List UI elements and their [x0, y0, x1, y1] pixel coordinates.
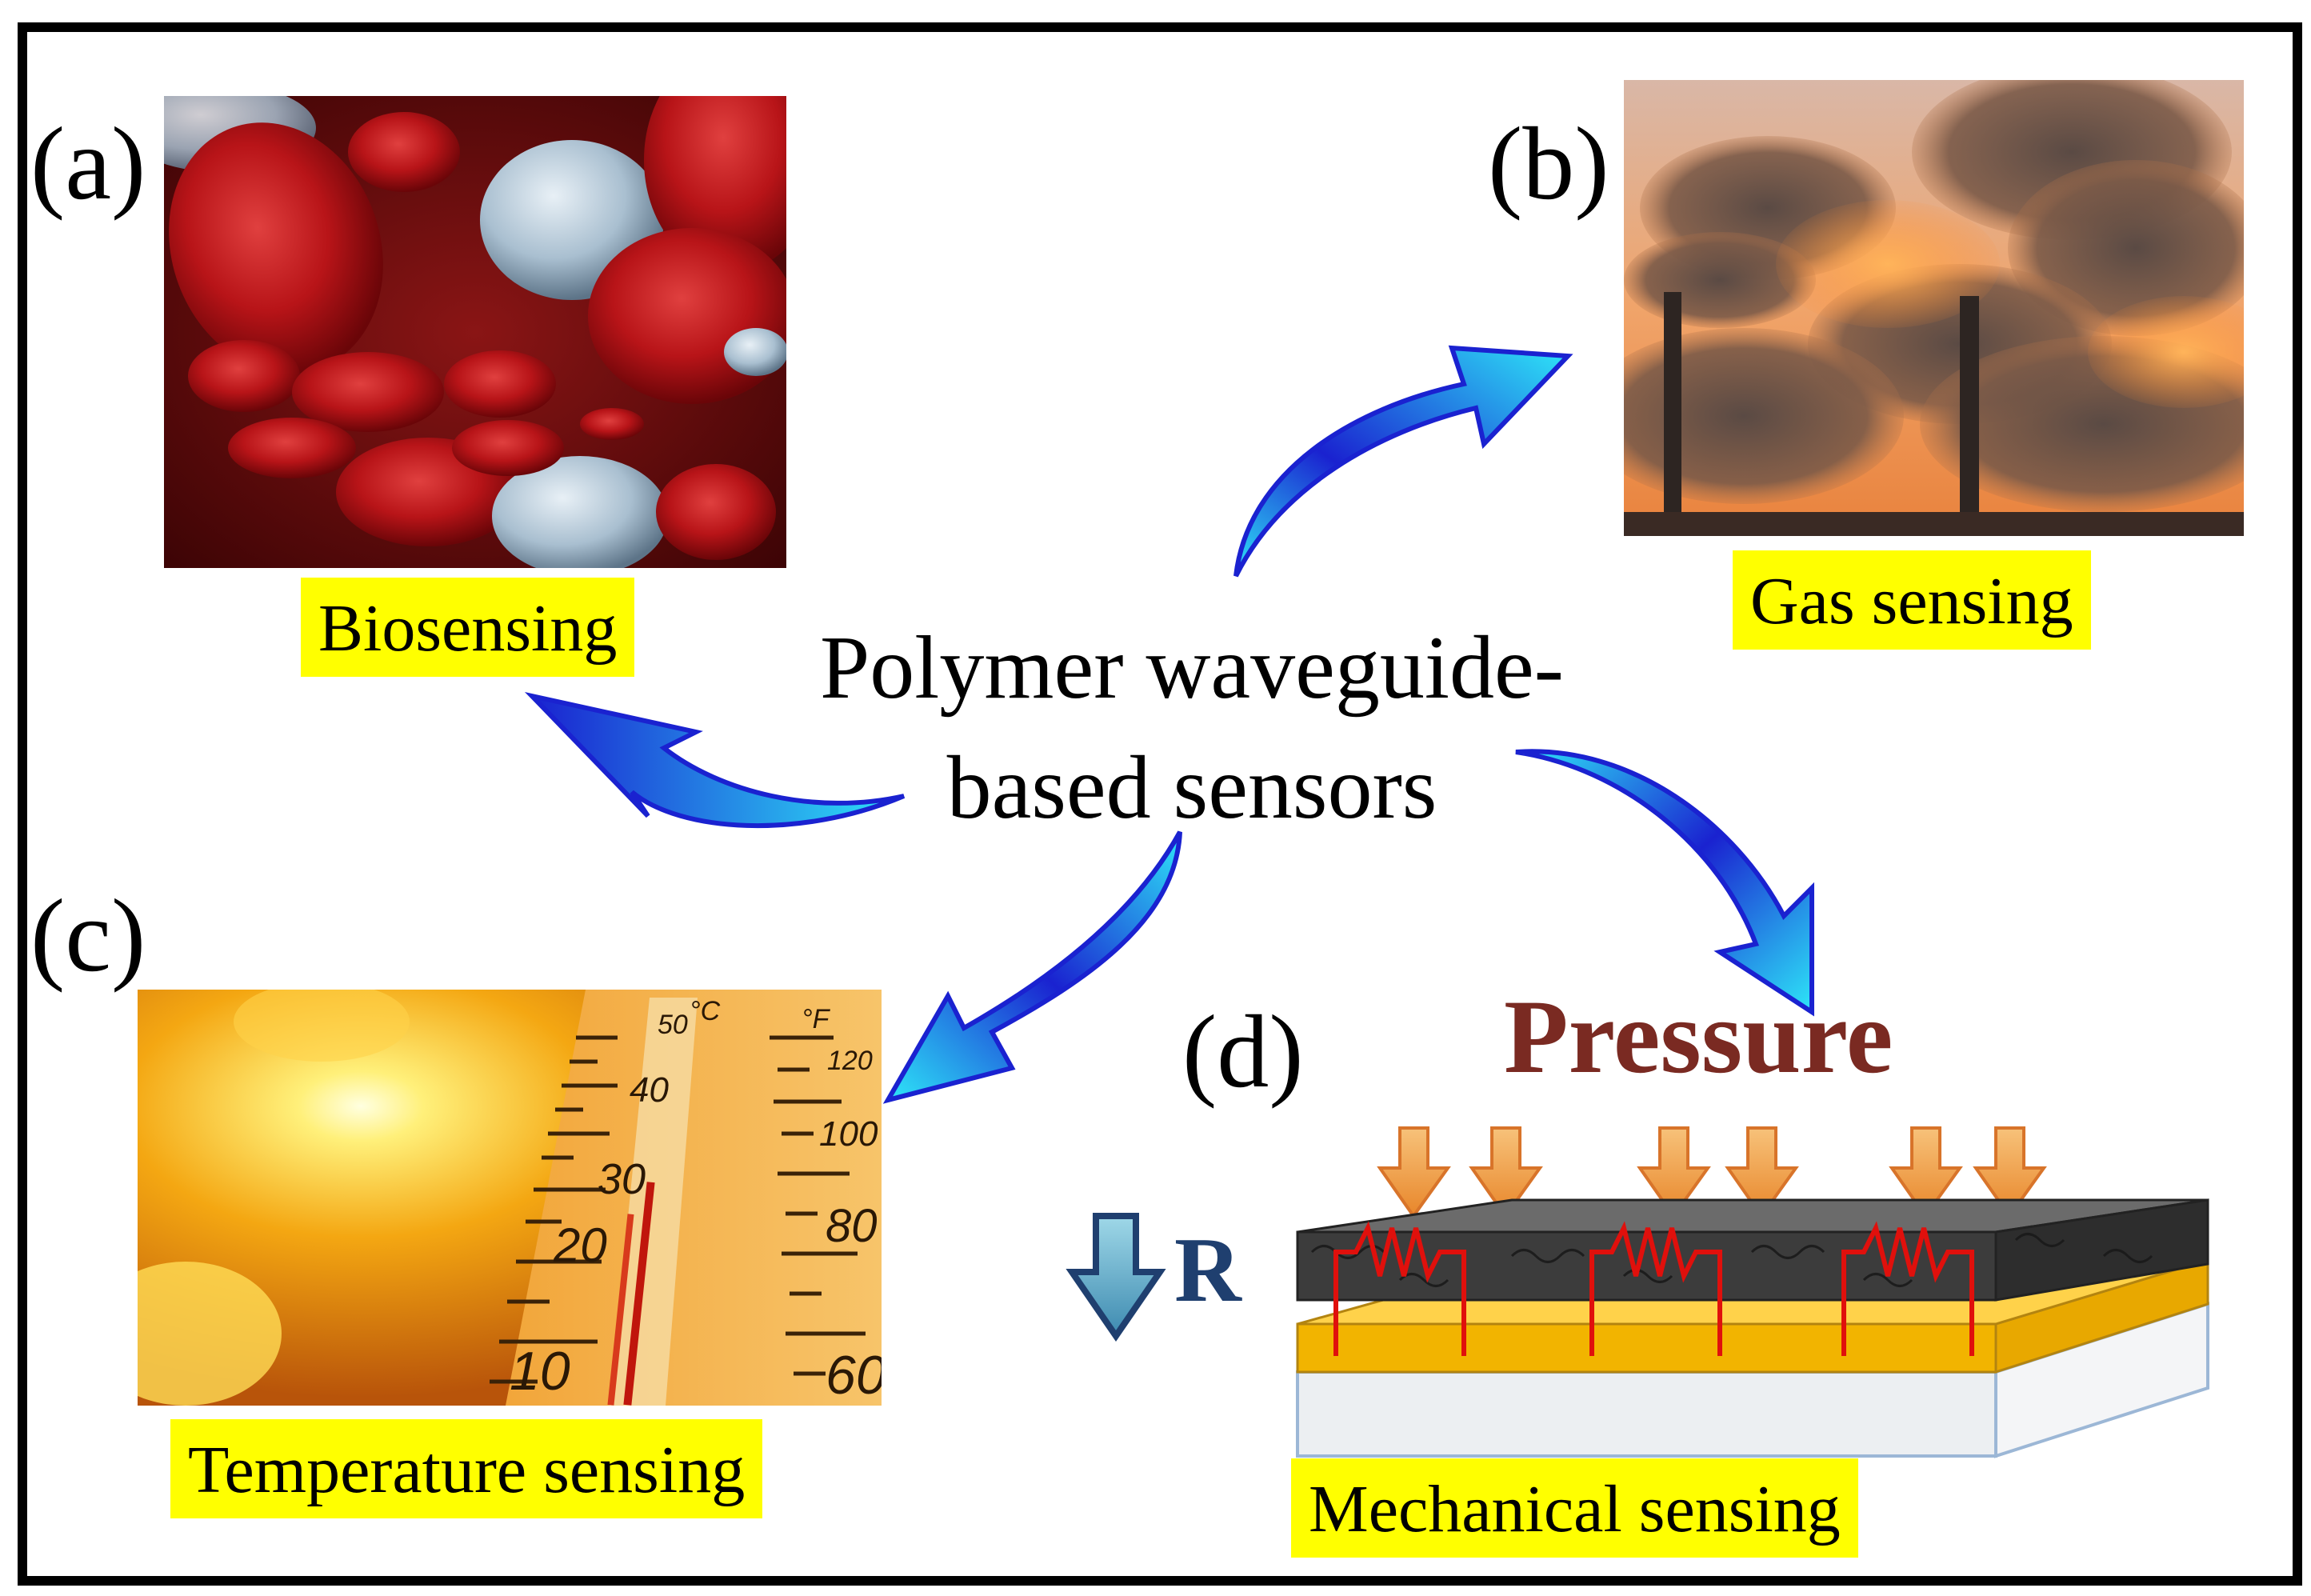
- center-title: Polymer waveguide- based sensors: [752, 608, 1632, 848]
- celsius-tick-50: 50: [658, 1010, 688, 1040]
- panel-label-d: (d): [1182, 994, 1304, 1110]
- center-title-line2: based sensors: [946, 738, 1437, 838]
- mechanical-sensor-diagram: [1066, 1126, 2209, 1458]
- arrow-to-biosensing: [524, 691, 906, 829]
- arrow-to-temperature-sensing: [882, 830, 1182, 1104]
- fahrenheit-unit: °F: [802, 1004, 831, 1034]
- resistance-label: R: [1174, 1219, 1241, 1322]
- celsius-tick-40: 40: [630, 1070, 669, 1110]
- factory-smoke-image: [1624, 80, 2244, 536]
- thermometer-sun-image: °C °F 50 40 30 20 10 120 100 80 60: [138, 990, 882, 1406]
- celsius-tick-10: 10: [510, 1341, 570, 1402]
- fahrenheit-tick-80: 80: [826, 1200, 878, 1252]
- panel-label-c: (c): [30, 878, 146, 994]
- caption-mechanical-sensing: Mechanical sensing: [1291, 1458, 1858, 1558]
- panel-label-b: (b): [1488, 106, 1609, 222]
- blood-cells-image: [164, 96, 786, 568]
- pressure-label: Pressure: [1504, 978, 1893, 1095]
- celsius-tick-30: 30: [598, 1155, 646, 1203]
- arrow-to-gas-sensing: [1233, 345, 1573, 578]
- resistance-down-arrow: [1066, 1213, 1166, 1342]
- fahrenheit-tick-60: 60: [826, 1345, 882, 1406]
- caption-temperature-sensing: Temperature sensing: [170, 1419, 763, 1518]
- celsius-unit: °C: [690, 996, 721, 1026]
- panel-label-a: (a): [30, 106, 146, 222]
- caption-gas-sensing: Gas sensing: [1733, 550, 2091, 650]
- resistor-traces: [1333, 1221, 1974, 1356]
- arrow-to-mechanical-sensing: [1515, 749, 1814, 1017]
- celsius-tick-20: 20: [553, 1218, 607, 1272]
- conductive-film: [1296, 1198, 2209, 1302]
- caption-biosensing: Biosensing: [301, 578, 635, 677]
- fahrenheit-tick-100: 100: [819, 1114, 878, 1154]
- center-title-line1: Polymer waveguide-: [820, 618, 1564, 718]
- fahrenheit-tick-120: 120: [827, 1046, 873, 1076]
- pressure-arrows: [1377, 1126, 2047, 1219]
